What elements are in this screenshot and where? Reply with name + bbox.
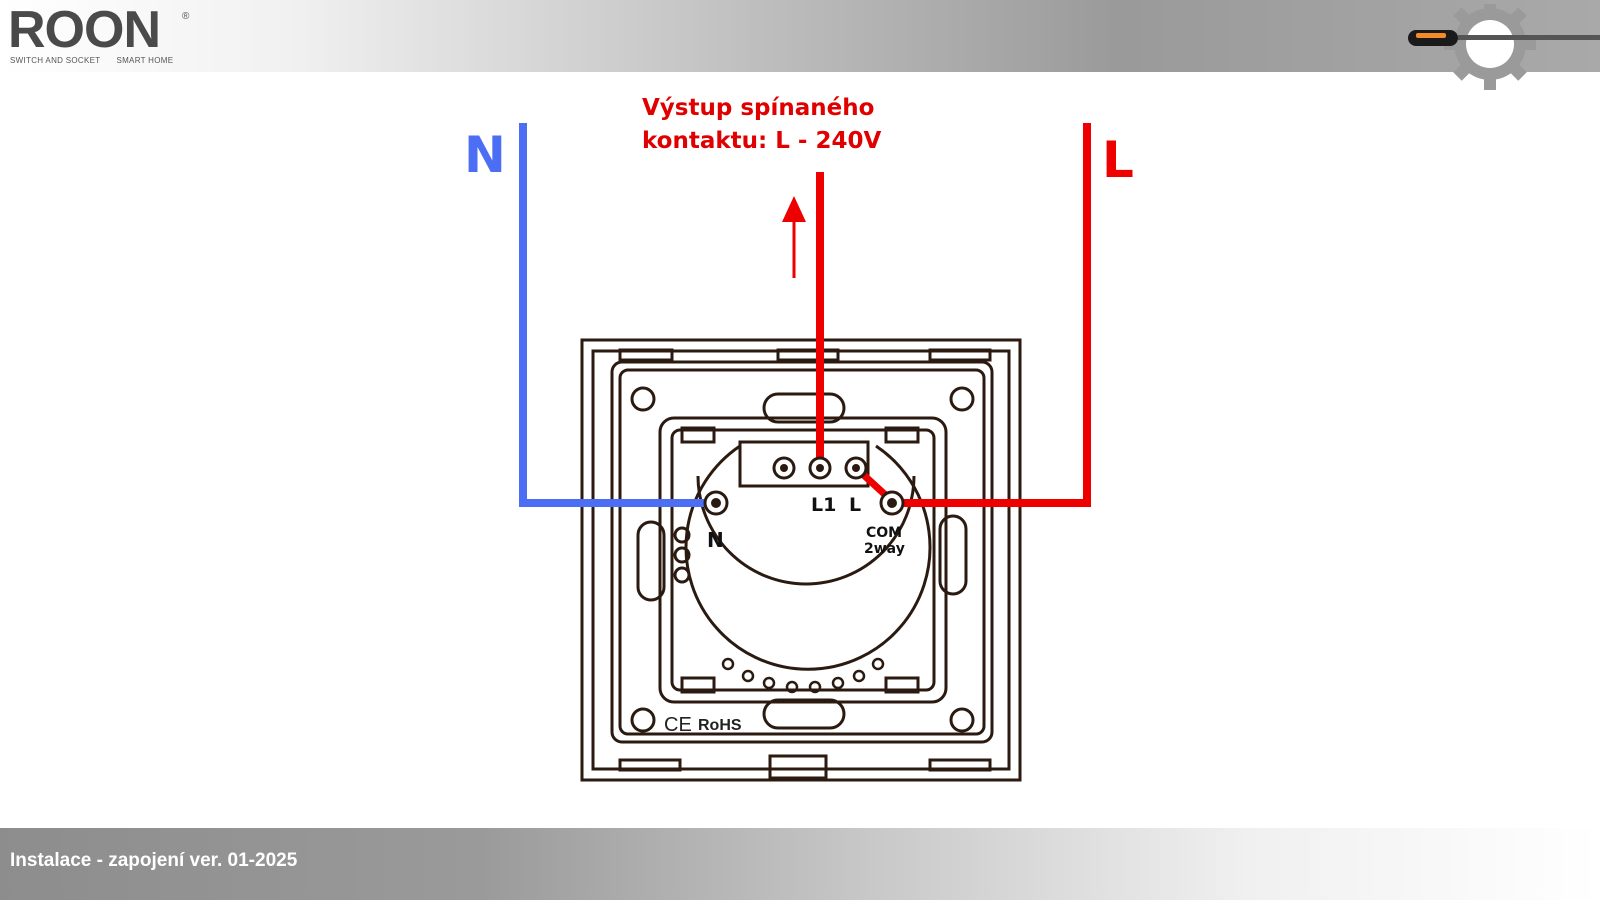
output-arrow-icon: [782, 196, 806, 278]
terminal-screws: [703, 456, 905, 516]
live-label: L: [1102, 131, 1134, 189]
logo-registered-mark: ®: [182, 11, 190, 22]
switch-back-plate: [580, 338, 1022, 782]
module-body: [684, 440, 932, 671]
vent-dots: [721, 657, 885, 694]
ce-mark: CE: [664, 714, 692, 736]
logo-sub-1: SWITCH AND SOCKET: [10, 56, 101, 65]
terminal-2way-label: 2way: [864, 541, 905, 557]
terminal-n-label: N: [707, 528, 724, 552]
screwdriver-gear-icon: [1408, 4, 1600, 90]
live-wire: [892, 123, 1091, 507]
rohs-mark: RoHS: [698, 717, 742, 734]
plate-clips: [618, 348, 992, 780]
neutral-wire: [519, 123, 716, 507]
footer-version-text: Instalace - zapojení ver. 01-2025: [10, 850, 298, 871]
output-contact-label: Výstup spínaného kontaktu: L - 240V: [642, 92, 962, 158]
logo-word: ROON: [8, 1, 161, 59]
footer-bar: Instalace - zapojení ver. 01-2025: [0, 828, 1600, 900]
screw-holes: [630, 386, 975, 733]
terminal-com-label: COM: [866, 525, 903, 541]
output-label-line-2: kontaktu: L - 240V: [642, 128, 882, 154]
neutral-label: N: [464, 126, 506, 184]
header-bar: ROON ® SWITCH AND SOCKET SMART HOME: [0, 0, 1600, 90]
logo-sub-2: SMART HOME: [116, 56, 174, 65]
logo-tagline: SWITCH AND SOCKET SMART HOME: [10, 56, 189, 65]
roon-logo: ROON ® SWITCH AND SOCKET SMART HOME: [8, 4, 198, 70]
output-label-line-1: Výstup spínaného: [642, 95, 875, 121]
terminal-l1-label: L1: [811, 494, 837, 516]
mounting-slots: [636, 392, 968, 730]
terminal-l-label: L: [849, 494, 862, 516]
